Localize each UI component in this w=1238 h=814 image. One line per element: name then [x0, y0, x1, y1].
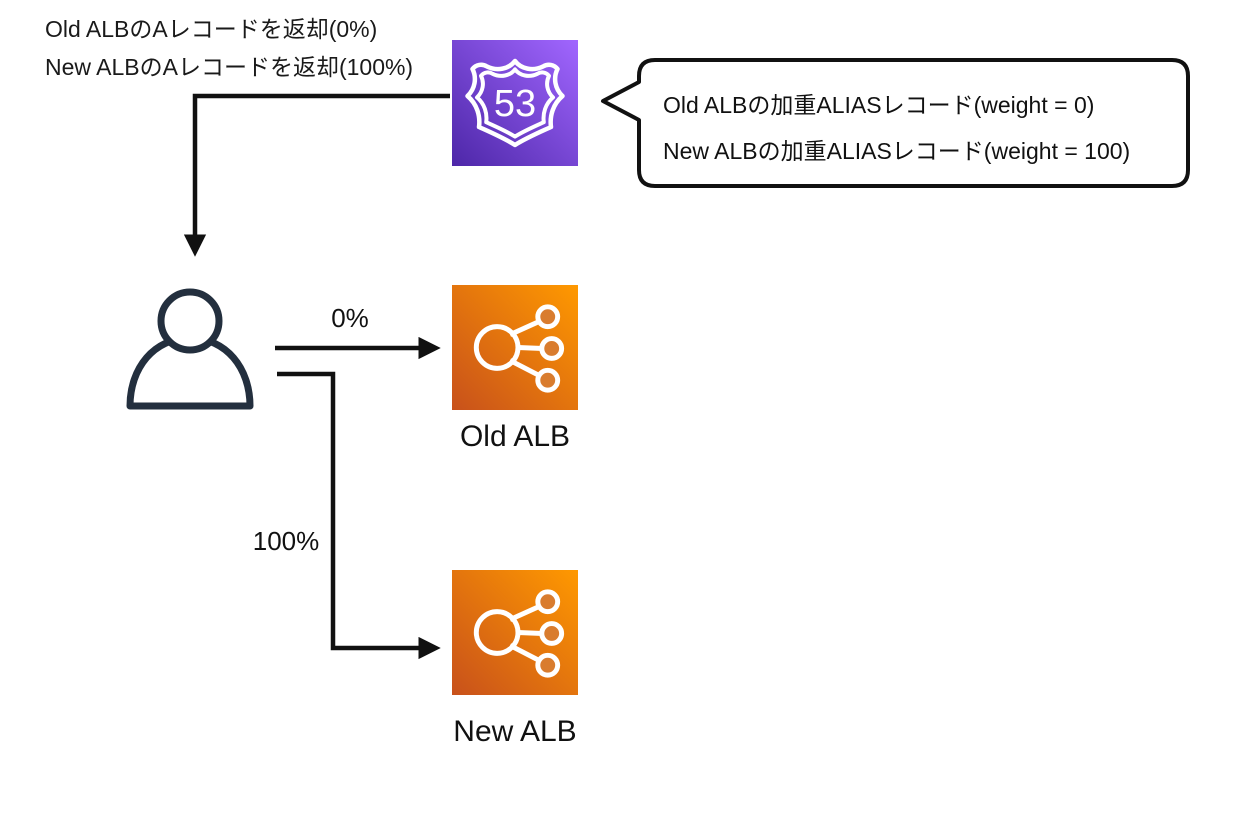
arrow-label-0-percent: 0% [331, 303, 369, 333]
old-alb-icon [452, 285, 578, 410]
glyph-link-top [509, 318, 542, 337]
glyph-node-middle [539, 621, 565, 646]
speech-bubble-outline [601, 58, 1190, 188]
glyph-hub-circle [473, 609, 521, 656]
arrow-label-100-percent: 100% [252, 526, 320, 556]
user-head-shape [157, 288, 223, 354]
glyph-node-top [535, 304, 561, 330]
glyph-link-bottom [508, 358, 542, 379]
glyph-node-bottom [535, 652, 561, 678]
glyph-link-top [509, 603, 542, 622]
shield-outer-outline [465, 58, 565, 148]
load-balancer-glyph-icon [473, 589, 565, 678]
annotation-new-alb-a-record: New ALBのAレコードを返却(100%) [45, 54, 414, 80]
annotation-old-alb-a-record: Old ALBのAレコードを返却(0%) [45, 16, 378, 42]
route53-icon: 53 [452, 40, 578, 166]
arrow-route53-to-user [183, 93, 450, 257]
speech-bubble [601, 58, 1190, 188]
old-alb-label: Old ALB [459, 420, 571, 453]
glyph-node-bottom [535, 367, 561, 393]
arrow-user-to-new-alb [277, 371, 441, 660]
glyph-link-middle [517, 630, 543, 636]
load-balancer-glyph-icon [473, 304, 565, 393]
new-alb-label: New ALB [453, 715, 577, 748]
glyph-link-middle [517, 345, 543, 351]
user-icon [126, 288, 254, 410]
glyph-link-bottom [508, 643, 542, 664]
shield-inner-outline [474, 67, 555, 139]
bubble-new-alias-record: New ALBの加重ALIASレコード(weight = 100) [663, 138, 1131, 164]
glyph-hub-circle [473, 324, 521, 371]
new-alb-icon [452, 570, 578, 695]
route53-shield-icon: 53 [465, 58, 565, 148]
glyph-node-top [535, 589, 561, 615]
glyph-node-middle [539, 336, 565, 361]
bubble-old-alias-record: Old ALBの加重ALIASレコード(weight = 0) [663, 92, 1095, 118]
shield-number-label: 53 [494, 83, 536, 125]
